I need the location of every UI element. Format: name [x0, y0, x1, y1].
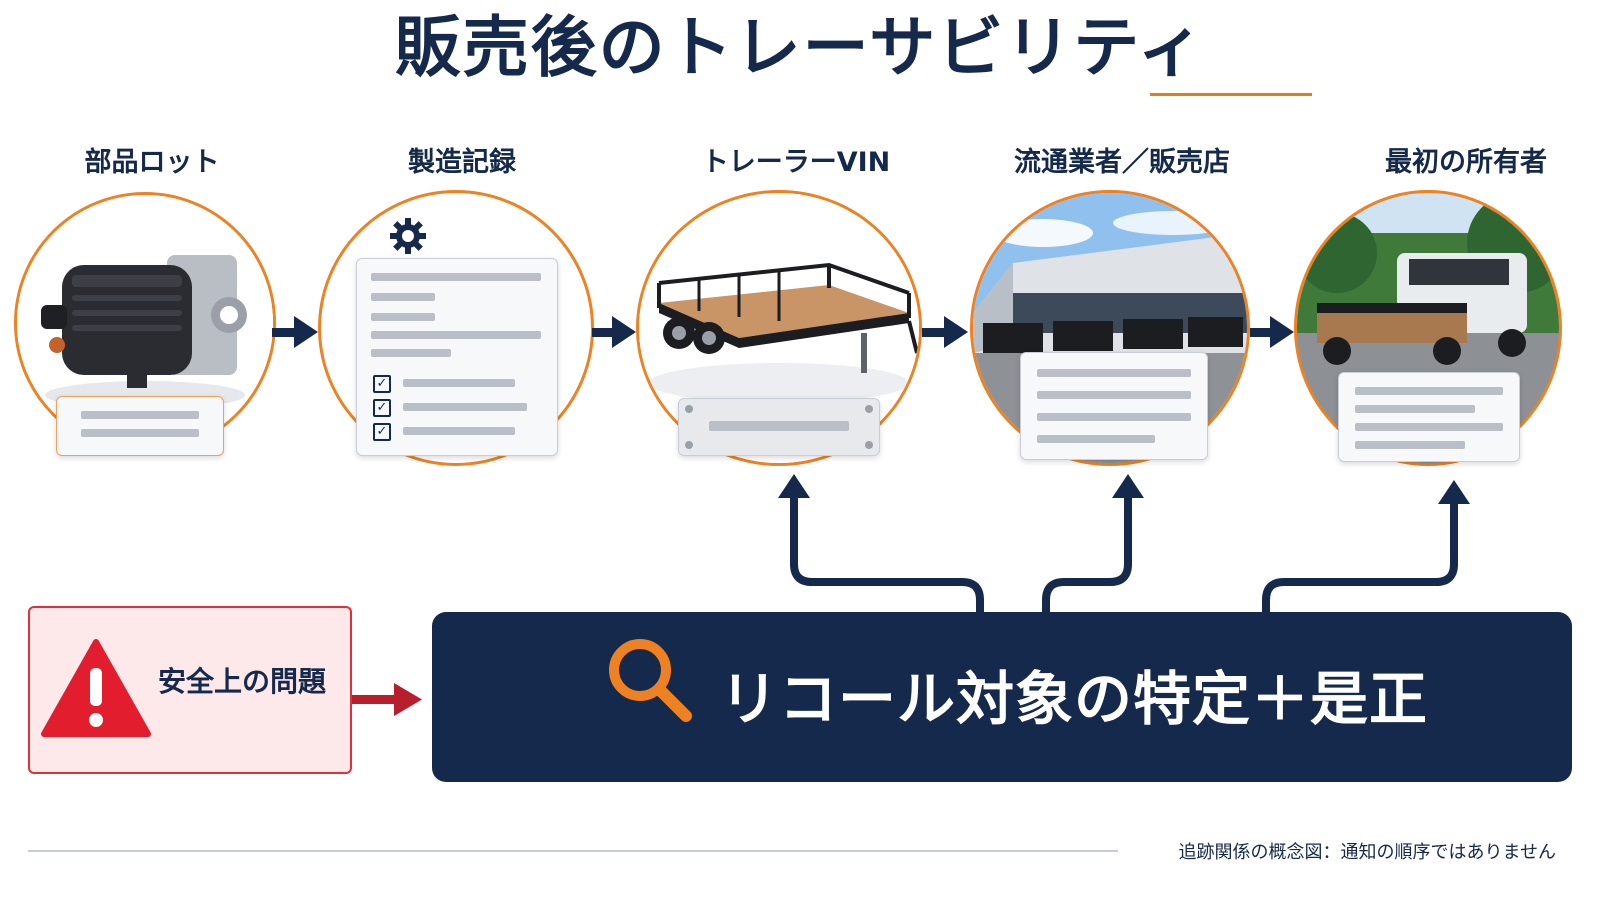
page-title: 販売後のトレーサビリティ [394, 9, 1206, 86]
gear-icon [390, 218, 426, 254]
parts-lot-tag [56, 396, 224, 456]
footnote: 追跡関係の概念図：通知の順序ではありません [1178, 842, 1556, 863]
title-underline [1150, 93, 1312, 96]
vin-plate [678, 398, 880, 456]
step-label-first-owner: 最初の所有者 [1385, 147, 1547, 178]
step-label-trailer-vin: トレーラーVIN [701, 147, 891, 178]
recall-box [432, 612, 1572, 782]
step-label-dealer: 流通業者／販売店 [1014, 147, 1230, 178]
step-label-manufacturing-record: 製造記録 [408, 147, 516, 178]
step-arrow [272, 316, 1294, 348]
step-label-parts-lot: 部品ロット [84, 147, 220, 178]
owner-record-card [1338, 372, 1520, 462]
safety-issue-label: 安全上の問題 [158, 665, 327, 698]
footer-divider [28, 850, 1118, 852]
manufacturing-record-document: ✓ ✓ ✓ [356, 258, 558, 456]
warning-icon [41, 639, 151, 737]
search-icon [609, 639, 692, 722]
recall-label: リコール対象の特定＋是正 [720, 665, 1429, 733]
dealer-record-card [1020, 352, 1208, 460]
